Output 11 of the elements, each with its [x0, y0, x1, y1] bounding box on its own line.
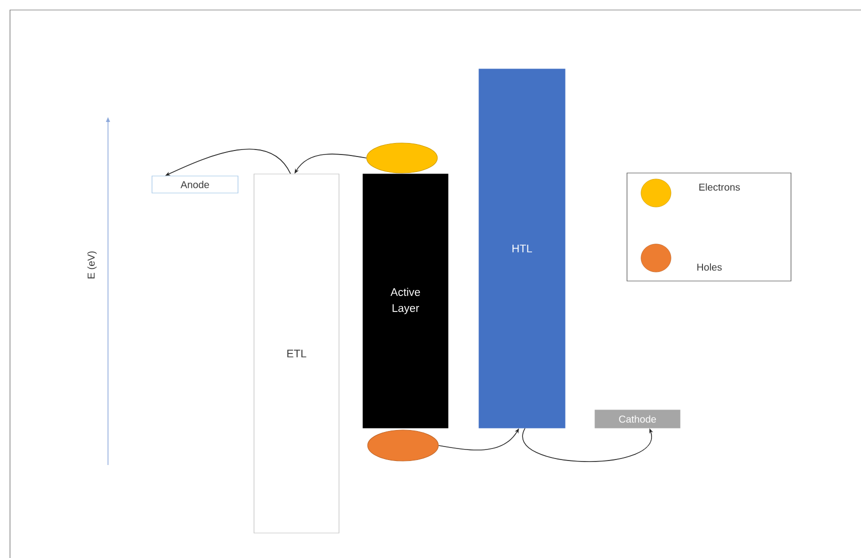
legend-box: Electrons Holes [626, 172, 792, 282]
legend-label: Holes [697, 263, 722, 271]
layer-bar: ETL [254, 174, 340, 534]
hole-circle [367, 430, 439, 462]
electron-circle [366, 142, 438, 174]
axis-label: E (eV) [87, 251, 97, 278]
layer-bar: Active Layer [362, 174, 448, 428]
electrode-box: Cathode [594, 410, 680, 428]
electrode-box: Anode [152, 176, 238, 194]
legend-label: Electrons [699, 183, 740, 191]
layer-bar: HTL [478, 68, 566, 428]
